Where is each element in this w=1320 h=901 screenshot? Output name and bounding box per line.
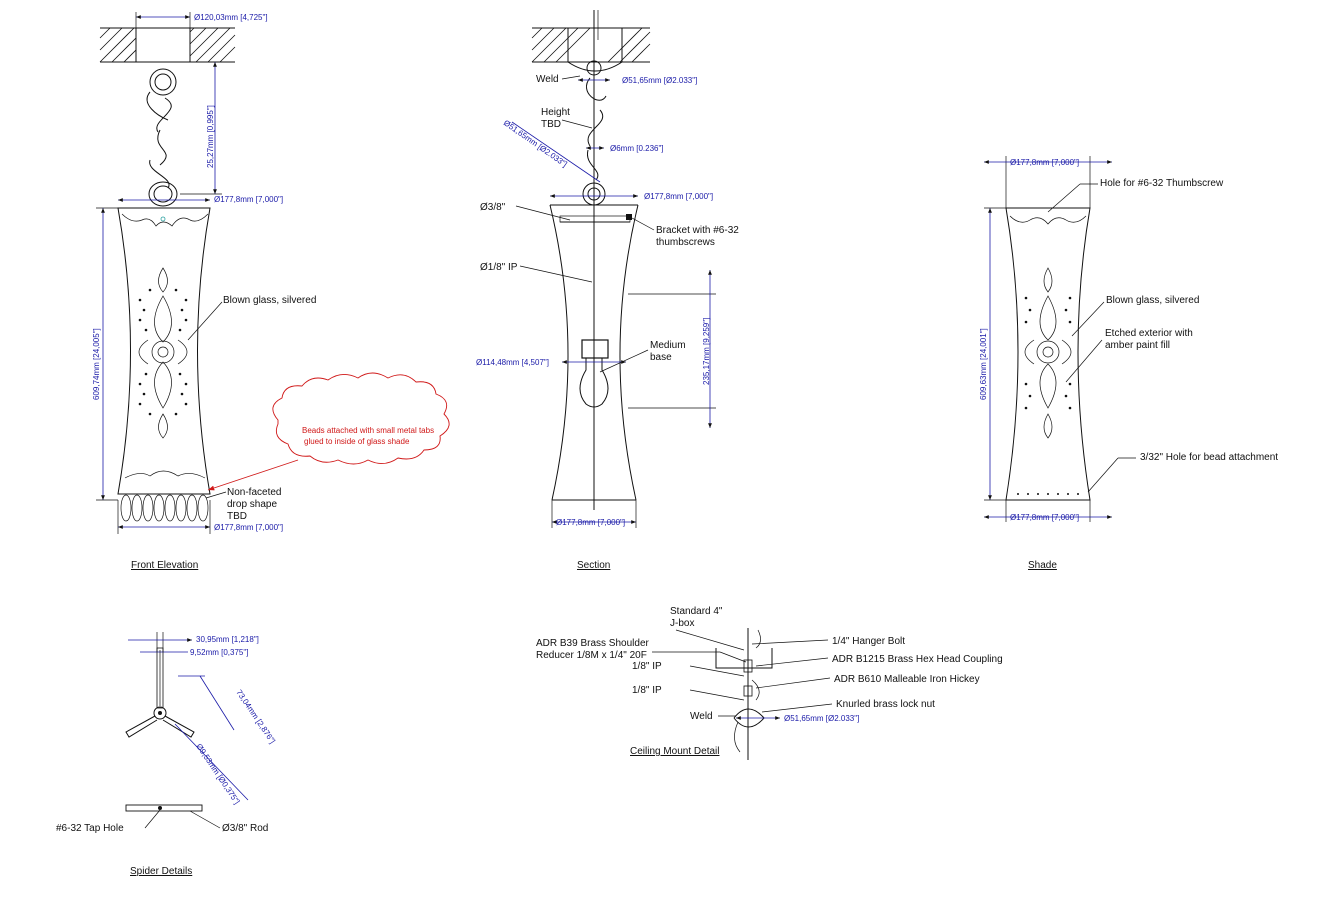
bead-hole-label: 3/32" Hole for bead attachment [1140,452,1278,463]
dim-section-width-top: Ø177,8mm [7,000"] [644,192,713,201]
title-shade: Shade [1028,560,1057,571]
ip-label: Ø1/8" IP [480,262,518,273]
beads-label-3: TBD [227,511,247,522]
tap-hole-label: #6-32 Tap Hole [56,823,124,834]
dim-rod: Ø6mm [0.236"] [610,144,664,153]
base-label-1: Medium [650,340,686,351]
dim-link: 25,27mm [0,995"] [206,105,215,168]
etched-label-1: Etched exterior with [1105,328,1193,339]
etched-motif [138,267,188,439]
front-elevation-view: Ø120,03mm [4,725"] 25,27mm [0,995"] Ø177… [92,12,450,571]
hickey-label: ADR B610 Malleable Iron Hickey [834,674,980,685]
section-chain [582,60,607,206]
etched-label-2: amber paint fill [1105,340,1170,351]
reducer-label-1: ADR B39 Brass Shoulder [536,638,650,649]
chain [146,68,178,207]
shade-dim-bottom: Ø177,8mm [7,000"] [1010,513,1079,522]
dim-canopy: Ø51,65mm [Ø2.033"] [622,76,697,85]
bracket-label-2: thumbscrews [656,237,715,248]
shade-outline [1005,207,1091,501]
ip-label-1: 1/8" IP [632,661,662,672]
hole-label: Hole for #6-32 Thumbscrew [1100,178,1224,189]
spider-dim-3: 73,04mm [2,876"] [234,688,277,745]
glass-shade-outline [117,207,211,495]
spider-dim-1: 30,95mm [1,218"] [196,635,259,644]
dia-38-label: Ø3/8" [480,202,506,213]
ceiling-leaders [652,629,833,720]
ceiling-hatch [99,27,236,63]
title-section: Section [577,560,610,571]
shade-dim-height: 609,63mm [24,001"] [979,328,988,400]
rod-label: Ø3/8" Rod [222,823,268,834]
ceiling-weld-label: Weld [690,711,713,722]
ceiling-dim: Ø51,65mm [Ø2.033"] [784,714,859,723]
shade-dim-top: Ø177,8mm [7,000"] [1010,158,1079,167]
section-dimensions [511,78,716,528]
drop-beads [120,494,209,522]
dim-width-top: Ø177,8mm [7,000"] [214,195,283,204]
dim-width-bottom: Ø177,8mm [7,000"] [214,523,283,532]
ip-label-2: 1/8" IP [632,685,662,696]
front-dimensions [96,12,222,534]
dim-ceiling-plate: Ø120,03mm [4,725"] [194,13,268,22]
spider-dim-2: 9,52mm [0,375"] [190,648,248,657]
spider-dim-4: Ø9,53mm [Ø0,375"] [194,742,241,806]
height-label-2: TBD [541,119,561,130]
ceiling-mount-detail-view: Standard 4" J-box ADR B39 Brass Shoulder… [536,606,1003,760]
beads-label-2: drop shape [227,499,277,510]
base-label-2: base [650,352,672,363]
jbox-label-2: J-box [670,618,694,629]
weld-label: Weld [536,74,559,85]
revision-cloud [272,372,450,465]
etched-dots [138,288,188,416]
bracket-label-1: Bracket with #6-32 [656,225,739,236]
dim-section-width-bottom: Ø177,8mm [7,000"] [556,518,625,527]
shade-view: Ø177,8mm [7,000"] Hole for #6-32 Thumbsc… [979,156,1278,571]
section-shade-outline [549,204,639,501]
medium-base-socket [579,339,609,408]
hanger-bolt-label: 1/4" Hanger Bolt [832,636,905,647]
shade-motif [1024,267,1072,439]
beads-label-1: Non-faceted [227,487,281,498]
coupling-label: ADR B1215 Brass Hex Head Coupling [832,654,1003,665]
shade-dots [1017,296,1079,495]
cloud-note-2: glued to inside of glass shade [304,437,410,446]
title-ceiling-mount: Ceiling Mount Detail [630,746,720,757]
title-front-elevation: Front Elevation [131,560,198,571]
jbox-label-1: Standard 4" [670,606,723,617]
dim-height: 609,74mm [24,005"] [92,328,101,400]
blown-glass-label: Blown glass, silvered [223,295,316,306]
title-spider-details: Spider Details [130,866,192,877]
section-ceiling-hatch [531,27,651,72]
shade-glass-label: Blown glass, silvered [1106,295,1199,306]
dim-middle: Ø114,48mm [4,507"] [476,358,549,367]
spider-details-view: 30,95mm [1,218"] 9,52mm [0,375"] 73,04mm… [56,632,277,877]
height-label-1: Height [541,107,570,118]
reducer-label-2: Reducer 1/8M x 1/4" 20F [536,650,647,661]
cloud-note-1: Beads attached with small metal tabs [302,426,434,435]
dim-vertical: 235,17mm [9,259"] [702,318,711,385]
section-view: Weld Ø51,65mm [Ø2.033"] Height TBD Ø51,6… [476,10,739,571]
locknut-label: Knurled brass lock nut [836,699,935,710]
